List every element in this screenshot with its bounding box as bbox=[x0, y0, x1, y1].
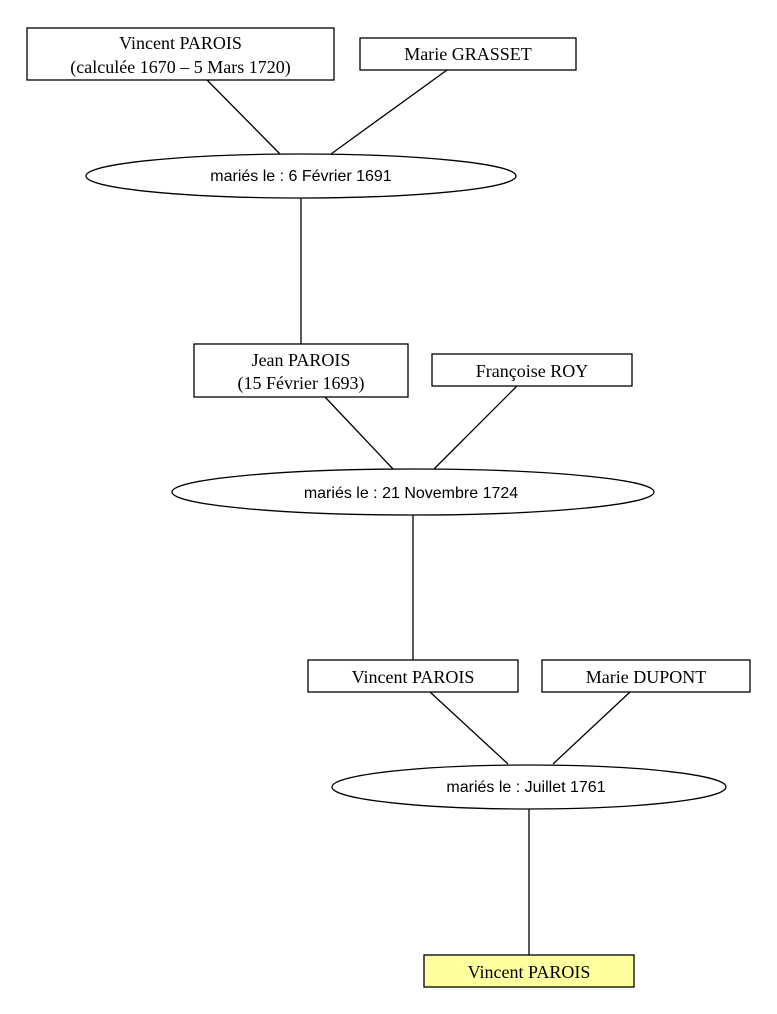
marriage-label: mariés le : 21 Novembre 1724 bbox=[304, 485, 518, 502]
person-name: Marie GRASSET bbox=[404, 44, 532, 64]
person-box-vincent-parois-2[interactable]: Vincent PAROIS bbox=[307, 659, 519, 693]
person-name: Vincent PAROIS bbox=[119, 33, 242, 53]
person-box-vincent-parois-1[interactable]: Vincent PAROIS (calculée 1670 – 5 Mars 1… bbox=[26, 27, 335, 81]
marriage-oval-3[interactable]: mariés le : Juillet 1761 bbox=[331, 764, 727, 810]
marriage-oval-1[interactable]: mariés le : 6 Février 1691 bbox=[85, 153, 517, 199]
person-box-marie-dupont[interactable]: Marie DUPONT bbox=[541, 659, 751, 693]
person-box-francoise-roy[interactable]: Françoise ROY bbox=[431, 353, 633, 387]
connectors bbox=[206, 69, 631, 955]
person-name: Jean PAROIS bbox=[252, 350, 351, 370]
connector-father-3 bbox=[429, 691, 509, 765]
marriage-label: mariés le : 6 Février 1691 bbox=[210, 168, 392, 185]
person-name: Vincent PAROIS bbox=[352, 667, 475, 687]
connector-mother-2 bbox=[433, 385, 518, 470]
person-name: Marie DUPONT bbox=[586, 667, 706, 687]
connector-father-1 bbox=[206, 79, 281, 155]
connector-mother-1 bbox=[330, 69, 448, 155]
person-box-marie-grasset[interactable]: Marie GRASSET bbox=[359, 37, 577, 71]
person-name: Françoise ROY bbox=[476, 361, 588, 381]
connector-mother-3 bbox=[552, 691, 631, 765]
person-box-vincent-parois-descendant[interactable]: Vincent PAROIS bbox=[423, 954, 635, 988]
person-dates: (15 Février 1693) bbox=[238, 373, 365, 394]
person-dates: (calculée 1670 – 5 Mars 1720) bbox=[70, 57, 290, 78]
marriage-label: mariés le : Juillet 1761 bbox=[446, 779, 605, 796]
marriage-oval-2[interactable]: mariés le : 21 Novembre 1724 bbox=[171, 468, 655, 516]
person-box-jean-parois[interactable]: Jean PAROIS (15 Février 1693) bbox=[193, 343, 409, 398]
connector-father-2 bbox=[324, 396, 394, 470]
person-name: Vincent PAROIS bbox=[468, 962, 591, 982]
